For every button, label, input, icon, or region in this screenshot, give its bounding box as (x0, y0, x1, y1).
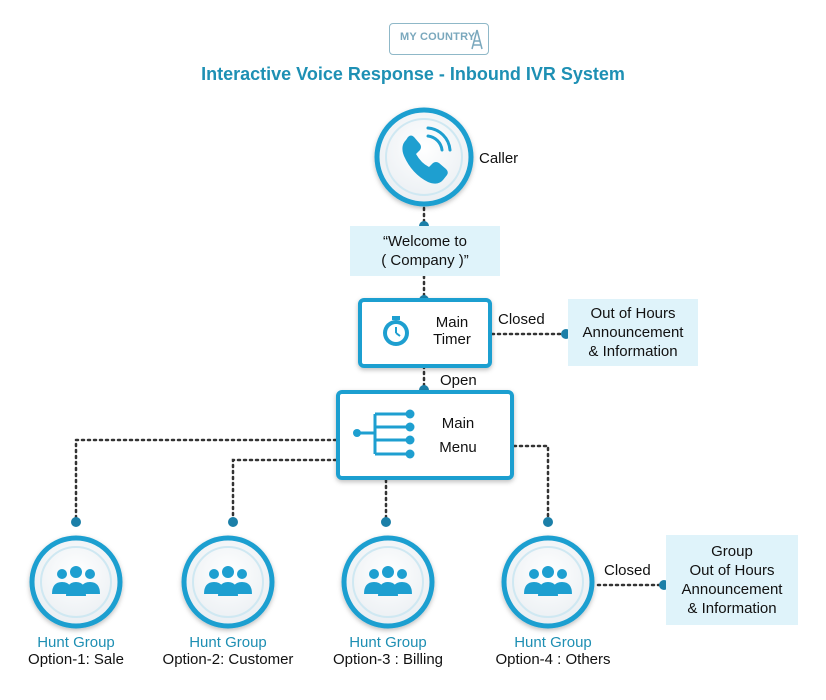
logo-text: MY COUNTRY (400, 31, 476, 43)
menu-tree-icon (353, 409, 415, 459)
phone-call-icon (402, 126, 452, 184)
hunt-group-title: Hunt Group (189, 634, 267, 651)
out-of-hours-line-3: & Information (588, 343, 678, 360)
hunt-group-option: Option-3 : Billing (332, 651, 444, 668)
hunt-group-1-label: Hunt Group Option-1: Sale (6, 634, 146, 668)
caller-node (374, 107, 474, 207)
group-people-icon (204, 566, 252, 596)
main-timer-label: Main Timer (424, 314, 480, 348)
out-of-hours-line-2: Announcement (582, 324, 684, 341)
tower-icon (471, 29, 483, 50)
main-menu-node (336, 390, 514, 480)
hunt-group-circles (29, 535, 595, 629)
open-label: Open (440, 372, 477, 389)
caller-label: Caller (479, 150, 519, 167)
group-out-of-hours-line-1: Group (711, 543, 753, 560)
hunt-group-option: Option-4 : Others (495, 651, 611, 668)
welcome-line-2: ( Company )” (381, 252, 469, 269)
stopwatch-icon (383, 316, 409, 346)
welcome-line-1: “Welcome to (383, 233, 467, 250)
main-timer-line-1: Main (435, 314, 469, 331)
hunt-group-4-label: Hunt Group Option-4 : Others (478, 634, 628, 668)
hunt-group-3-label: Hunt Group Option-3 : Billing (313, 634, 463, 668)
brand-logo: MY COUNTRY (389, 23, 489, 55)
main-menu-label: Main Menu (430, 412, 486, 460)
group-people-icon (524, 566, 572, 596)
connectors (74, 206, 666, 587)
main-menu-line-2: Menu (439, 439, 477, 456)
hunt-group-option: Option-1: Sale (28, 651, 124, 668)
main-timer-node (358, 298, 492, 368)
main-timer-line-2: Timer (433, 331, 471, 348)
hunt-group-title: Hunt Group (514, 634, 592, 651)
page-title: Interactive Voice Response - Inbound IVR… (201, 64, 625, 84)
group-out-of-hours-line-2: Out of Hours (689, 562, 775, 579)
hunt-group-title: Hunt Group (349, 634, 427, 651)
group-people-icon (52, 566, 100, 596)
group-people-icon (364, 566, 412, 596)
main-menu-line-1: Main (441, 415, 475, 432)
out-of-hours-box: Out of Hours Announcement & Information (568, 299, 698, 366)
group-out-of-hours-line-3: Announcement (681, 581, 783, 598)
closed-label-bottom: Closed (604, 562, 651, 579)
closed-label-top: Closed (498, 311, 545, 328)
group-out-of-hours-line-4: & Information (687, 600, 777, 617)
hunt-group-option: Option-2: Customer (162, 651, 294, 668)
out-of-hours-line-1: Out of Hours (590, 305, 676, 322)
welcome-message-box: “Welcome to ( Company )” (350, 226, 500, 276)
group-out-of-hours-box: Group Out of Hours Announcement & Inform… (666, 535, 798, 625)
hunt-group-title: Hunt Group (37, 634, 115, 651)
hunt-group-2-label: Hunt Group Option-2: Customer (148, 634, 308, 668)
